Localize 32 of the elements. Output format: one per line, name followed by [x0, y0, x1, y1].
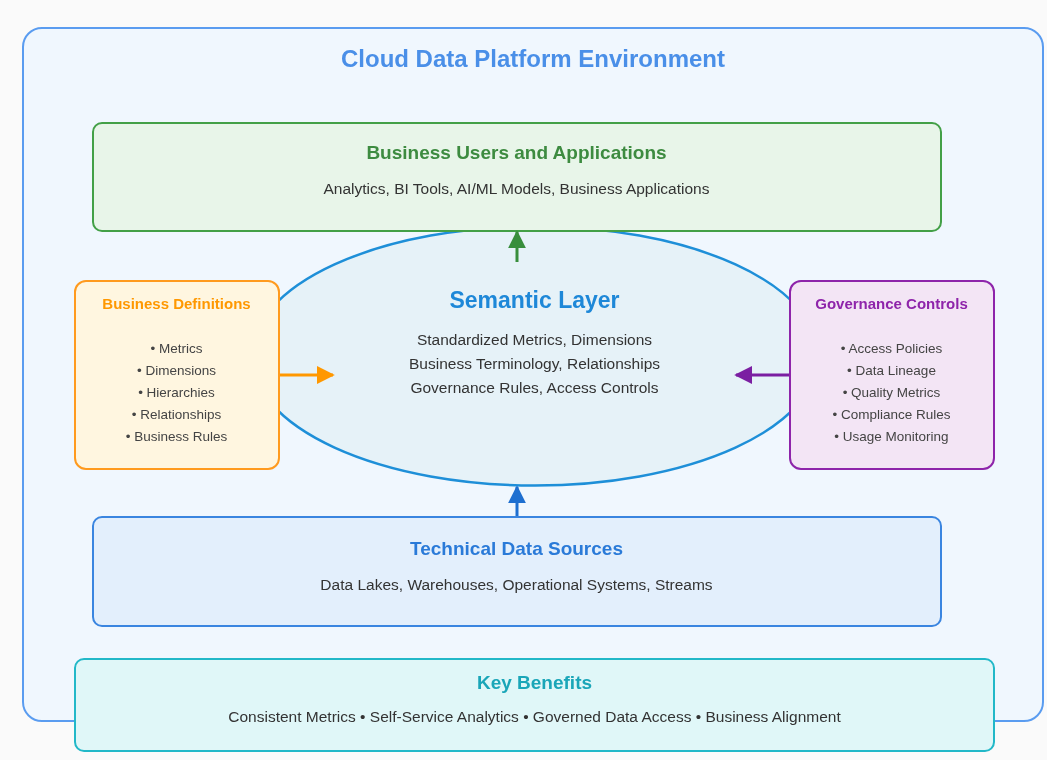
layer-description: Business Terminology, Relationships — [409, 354, 660, 373]
box-heading: Governance Controls — [815, 294, 968, 312]
list-item: • Hierarchies — [138, 384, 215, 400]
definitions-box — [73, 279, 280, 470]
container-heading: Cloud Data Platform Environment — [340, 45, 725, 73]
arrow — [734, 366, 789, 384]
list-item: • Usage Monitoring — [834, 428, 949, 444]
box-heading: Business Definitions — [102, 294, 251, 312]
list-item: • Dimensions — [137, 362, 216, 378]
list-item: • Quality Metrics — [842, 384, 941, 400]
box-description: Consistent Metrics • Self-Service Analytics • Governed Data Access • Business Alignment — [228, 708, 841, 726]
data-sources-box — [91, 515, 942, 627]
benefits-box — [74, 658, 995, 752]
list-item: • Access Policies — [840, 340, 943, 356]
box-heading: Technical Data Sources — [410, 537, 623, 560]
list-item: • Relationships — [131, 406, 222, 422]
box-heading: Key Benefits — [476, 672, 593, 694]
governance-box — [788, 279, 995, 470]
arrow — [280, 366, 335, 384]
layer-heading: Semantic Layer — [449, 286, 620, 314]
list-item: • Metrics — [150, 340, 203, 356]
box-description: Data Lakes, Warehouses, Operational Systems, Streams — [320, 575, 713, 594]
box-heading: Business Users and Applications — [366, 141, 667, 164]
list-item: • Compliance Rules — [832, 406, 951, 422]
users-box — [91, 121, 942, 232]
box-description: Analytics, BI Tools, AI/ML Models, Business Applications — [323, 179, 710, 198]
layer-description: Governance Rules, Access Controls — [410, 378, 659, 397]
list-item: • Data Lineage — [847, 362, 936, 378]
list-item: • Business Rules — [125, 428, 228, 444]
arrow — [508, 230, 526, 262]
arrow — [508, 485, 526, 516]
layer-description: Standardized Metrics, Dimensions — [416, 330, 653, 349]
